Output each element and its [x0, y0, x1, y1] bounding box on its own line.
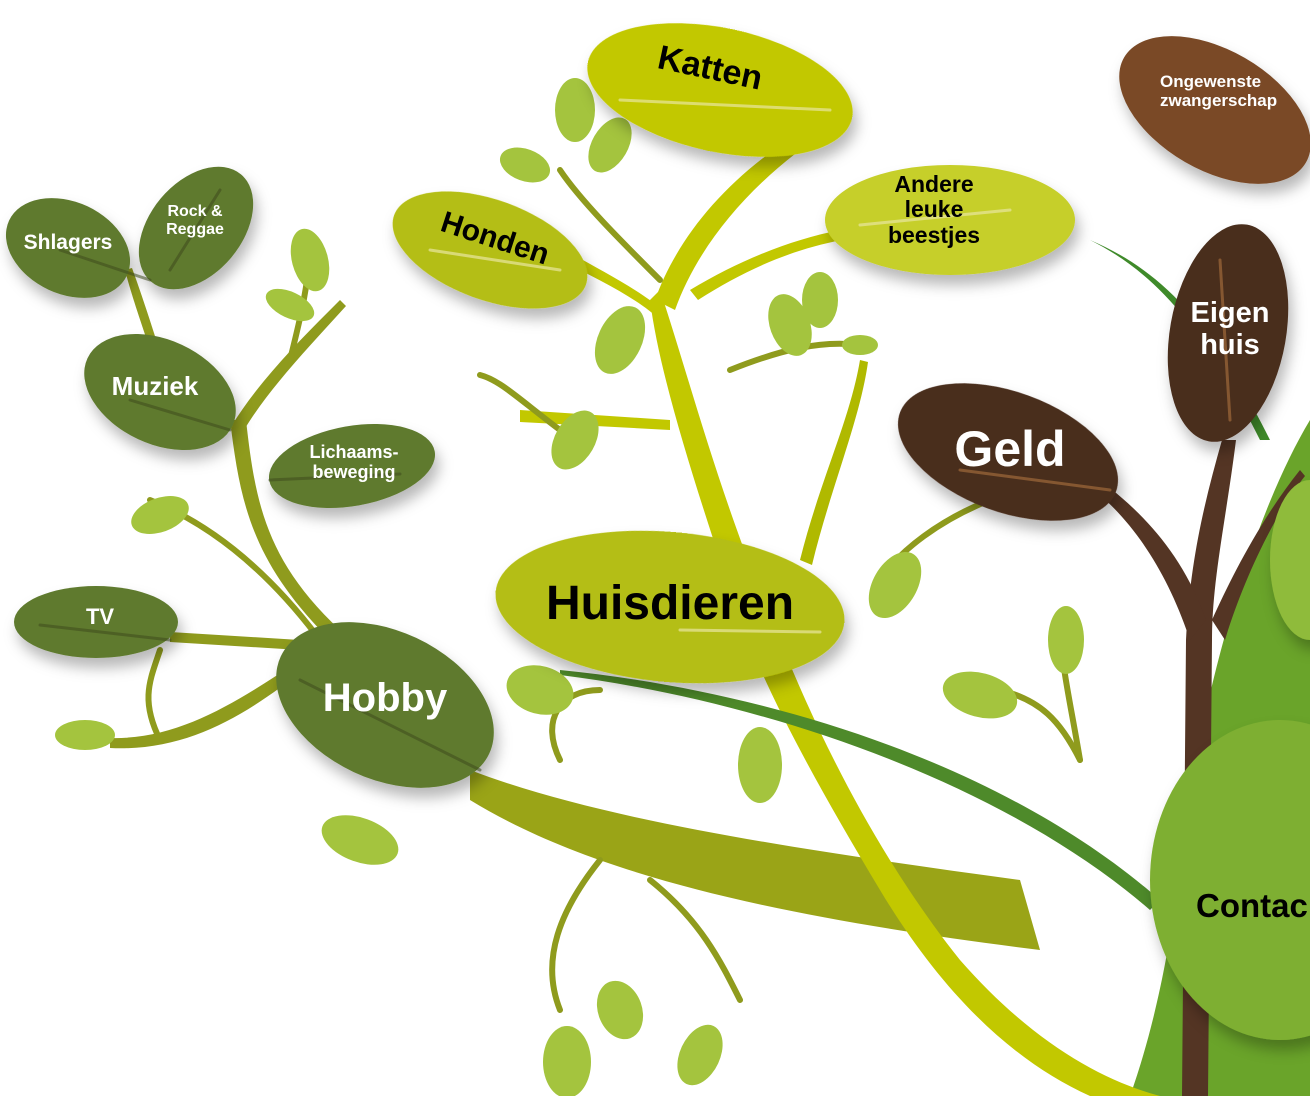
- hobby-stem: [230, 420, 340, 640]
- leaf-andere: [825, 165, 1075, 275]
- andere-stem: [690, 230, 842, 300]
- label-huisdieren: Huisdieren: [545, 577, 795, 630]
- leaf-ongewenste: [1119, 36, 1310, 184]
- leaf-geld: [898, 383, 1118, 521]
- label-geld: Geld: [954, 421, 1066, 477]
- leaf-right-edge: [1270, 480, 1310, 640]
- muziek-up-stem: [125, 268, 160, 355]
- leaf-eigen-huis: [1167, 224, 1289, 442]
- leaf-katten: [587, 23, 853, 157]
- leaf-shlagers: [5, 198, 131, 298]
- honden-stem: [560, 250, 665, 320]
- label-contact: Contac: [1196, 888, 1308, 924]
- label-rock-reggae: Rock & Reggae: [166, 203, 224, 238]
- right-up-stem: [800, 360, 868, 565]
- label-ongewenste: Ongewenste zwangerschap: [1160, 73, 1278, 110]
- leaf-hobby: [276, 622, 494, 788]
- brown-branch-huis: [1212, 470, 1305, 640]
- muziek-stem: [232, 300, 346, 430]
- label-andere: Andere leuke beestjes: [887, 171, 981, 248]
- label-tv: TV: [85, 604, 115, 629]
- label-hobby: Hobby: [322, 676, 448, 720]
- brown-branch-geld: [1100, 488, 1206, 640]
- label-muziek: Muziek: [111, 371, 199, 401]
- katten-stem: [655, 110, 848, 310]
- leaf-veins: [38, 188, 482, 772]
- small-leaves: [55, 78, 1084, 1096]
- leaf-tv: [14, 586, 178, 658]
- tv-stem: [170, 632, 300, 650]
- leaf-huisdieren: [495, 530, 845, 684]
- leaf-contact: [1150, 720, 1310, 1040]
- leaf-lichaamsbeweging: [268, 423, 436, 509]
- leftlow-stem: [110, 660, 306, 749]
- label-lichaamsbeweging: Lichaams- beweging: [309, 442, 399, 482]
- label-shlagers: Shlagers: [23, 231, 113, 254]
- label-eigen-huis: Eigen huis: [1190, 297, 1270, 361]
- leaf-honden: [392, 191, 588, 309]
